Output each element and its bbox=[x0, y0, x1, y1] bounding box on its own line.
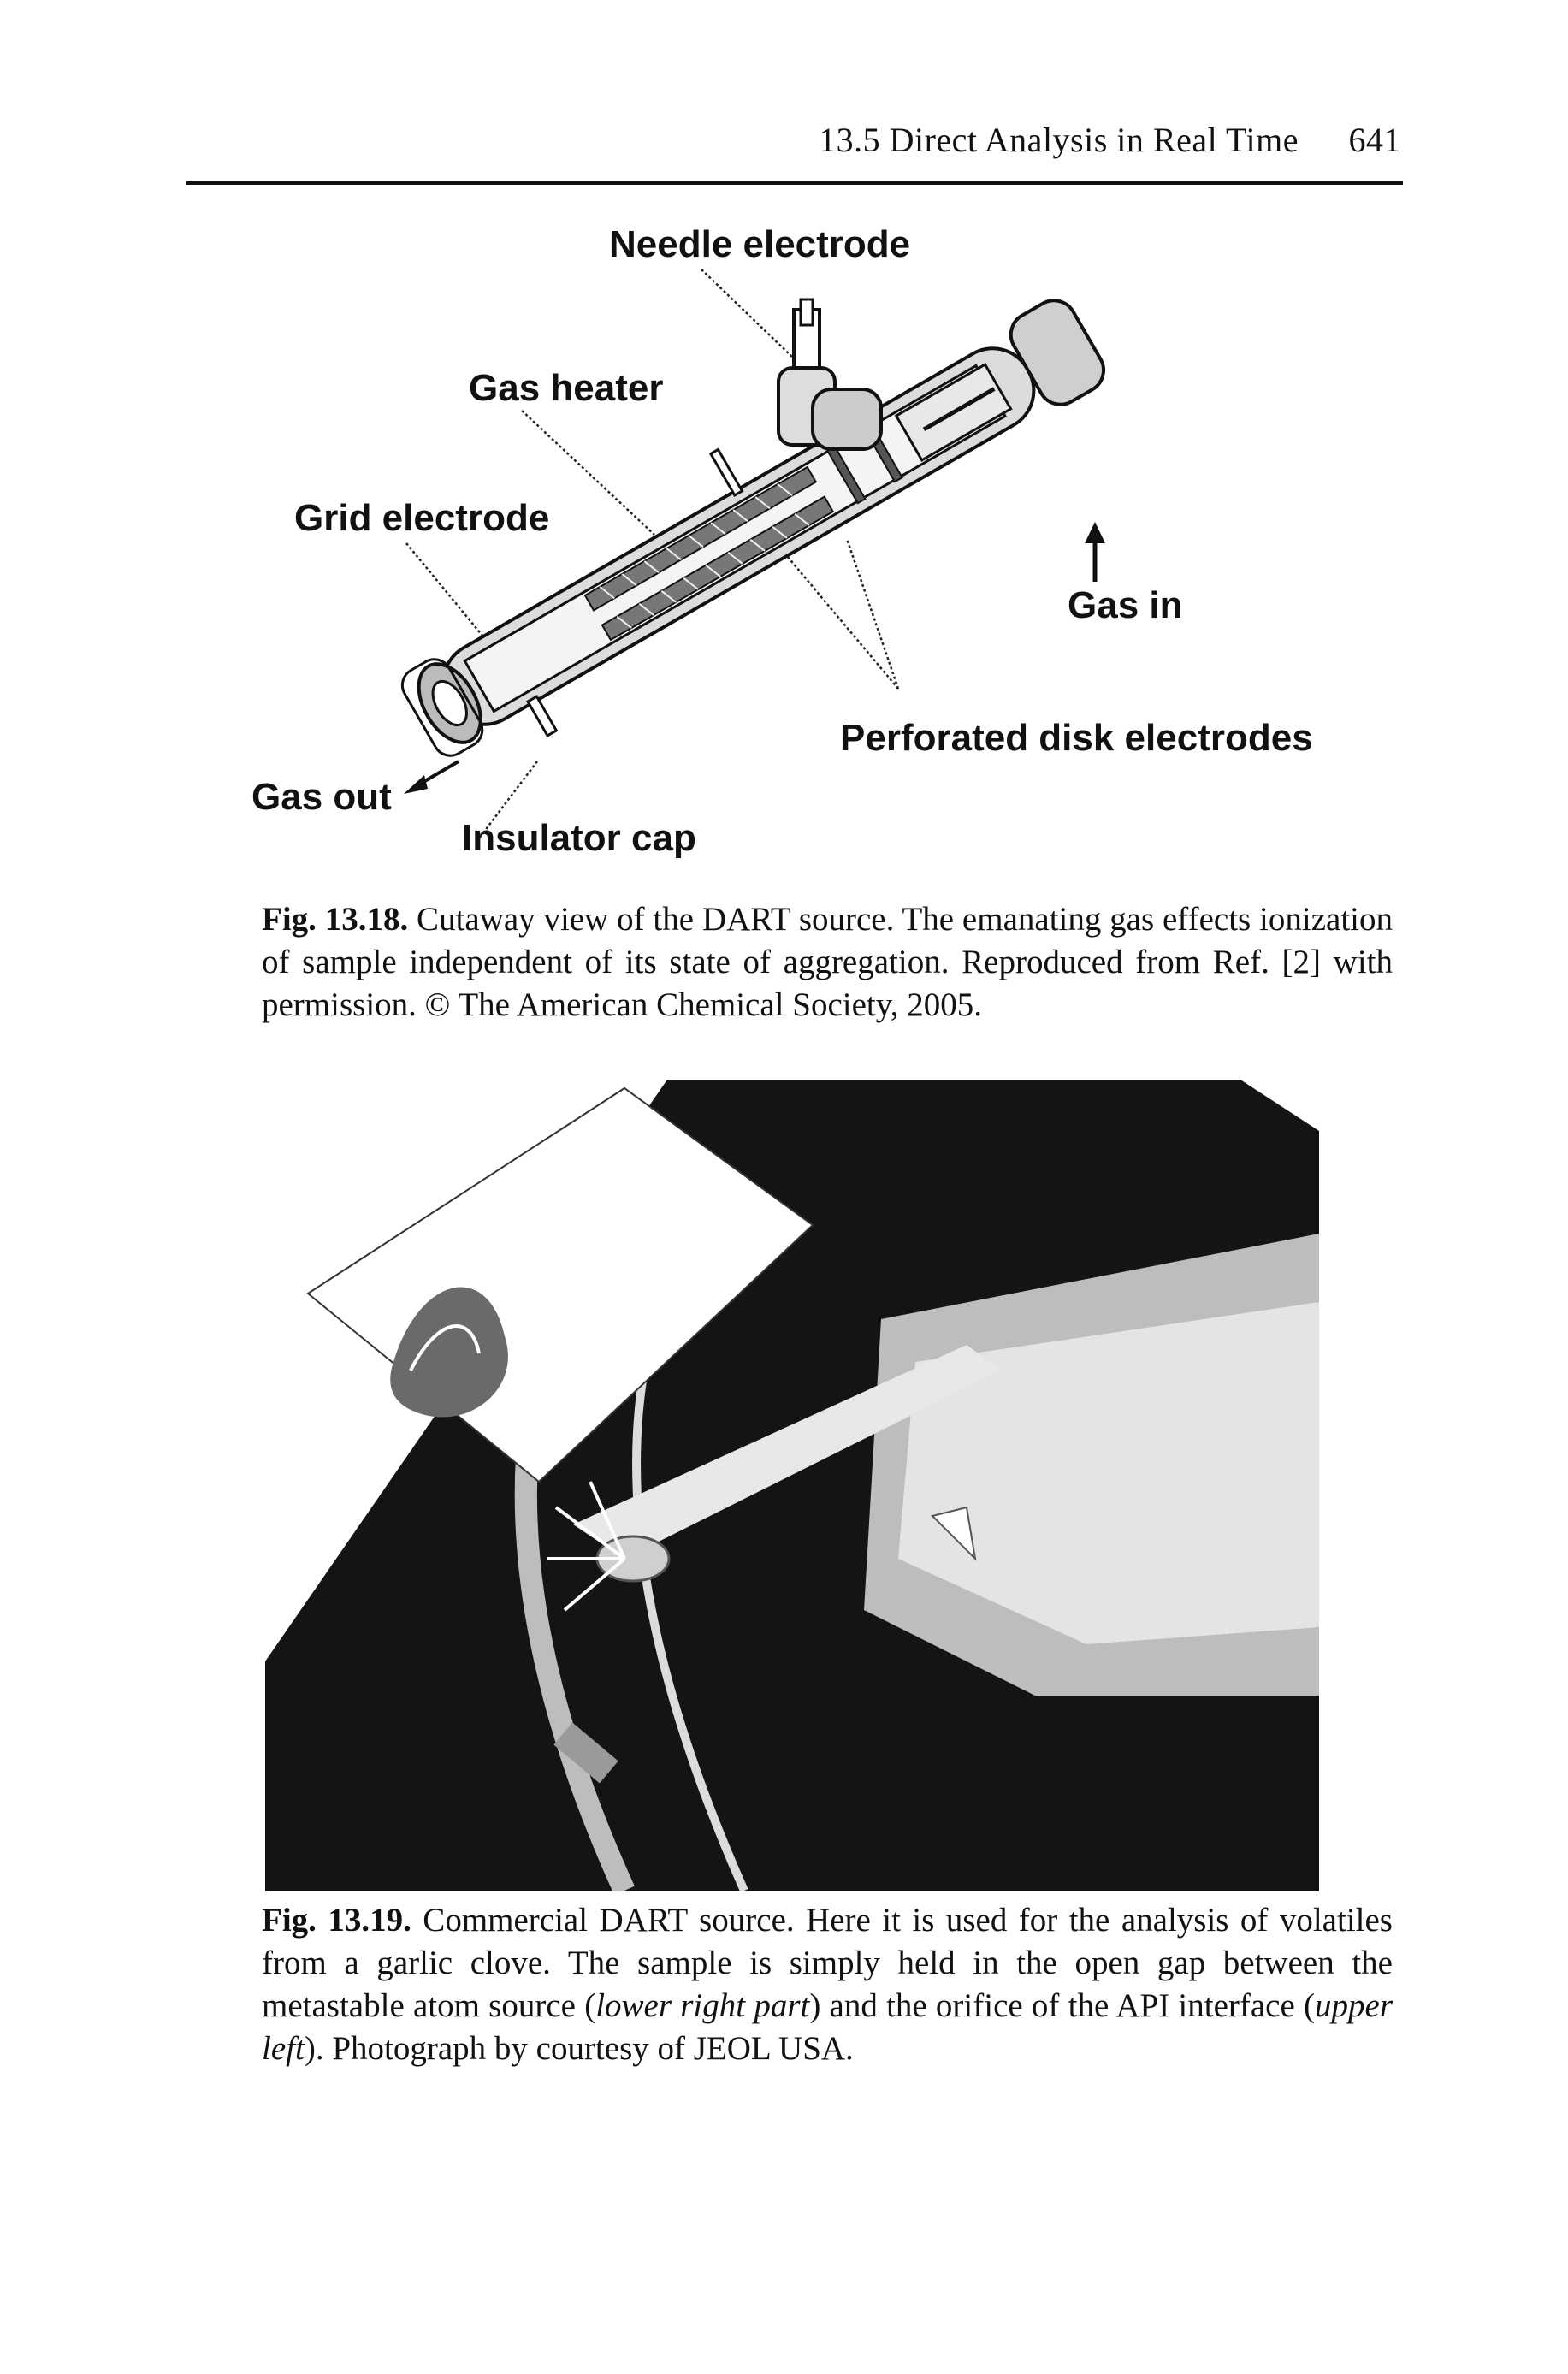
dart-cutaway-diagram: Needle electrode Gas heater Grid electro… bbox=[222, 214, 1369, 881]
gas-out-arrow bbox=[404, 760, 460, 794]
header-title: 13.5 Direct Analysis in Real Time bbox=[819, 121, 1299, 159]
caption-text-2a: Commercial DART source. Here it is used … bbox=[262, 1902, 1393, 2024]
needle-connector bbox=[777, 298, 883, 451]
label-gas-in: Gas in bbox=[1068, 584, 1183, 626]
label-insulator-cap: Insulator cap bbox=[462, 817, 696, 859]
label-gas-heater: Gas heater bbox=[469, 367, 663, 409]
gas-in-arrow bbox=[1085, 522, 1105, 582]
orifice-rays bbox=[547, 1481, 626, 1612]
figure-13-18-caption: Fig. 13.18. Cutaway view of the DART sou… bbox=[262, 898, 1393, 1027]
photo-svg bbox=[265, 1080, 1319, 1891]
caption-text-2c: ). Photograph by courtesy of JEOL USA. bbox=[304, 2030, 854, 2067]
commercial-dart-photo bbox=[265, 1080, 1319, 1891]
caption-text: Cutaway view of the DART source. The ema… bbox=[262, 901, 1393, 1023]
label-grid-electrode: Grid electrode bbox=[294, 497, 549, 539]
tweezers bbox=[573, 1345, 1001, 1559]
dart-source-body bbox=[400, 299, 1106, 757]
cutaway-svg: Needle electrode Gas heater Grid electro… bbox=[251, 223, 1313, 859]
label-perforated-disk-electrodes: Perforated disk electrodes bbox=[840, 717, 1313, 759]
caption-label: Fig. 13.18. bbox=[262, 901, 409, 938]
caption-italic-upper-left: upper left bbox=[262, 1987, 1393, 2067]
caption-label-2: Fig. 13.19. bbox=[262, 1902, 411, 1939]
page-number: 641 bbox=[1348, 121, 1401, 159]
label-gas-out: Gas out bbox=[251, 776, 392, 818]
running-header: 13.5 Direct Analysis in Real Time 641 bbox=[186, 120, 1401, 180]
figure-13-19-caption: Fig. 13.19. Commercial DART source. Here… bbox=[262, 1899, 1393, 2070]
header-rule bbox=[186, 181, 1403, 185]
caption-italic-lower-right: lower right part bbox=[595, 1987, 810, 2024]
slot bbox=[553, 1722, 618, 1784]
warning-triangle-icon bbox=[931, 1506, 977, 1561]
garlic-bulb bbox=[390, 1287, 508, 1418]
label-needle-electrode: Needle electrode bbox=[609, 223, 910, 265]
caption-text-2b: ) and the orifice of the API interface ( bbox=[809, 1987, 1316, 2024]
